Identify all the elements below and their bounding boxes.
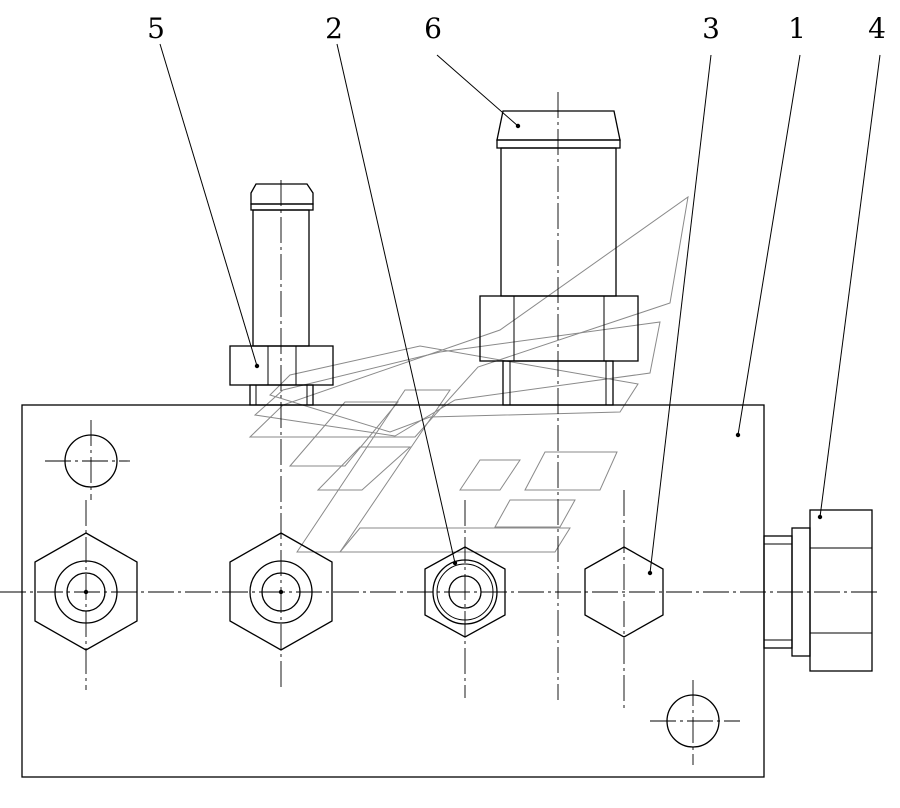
hose-fitting-5 (229, 183, 334, 406)
leader-lines (159, 43, 881, 576)
callout-3: 3 (702, 12, 720, 45)
hex-fitting-left (34, 532, 138, 651)
hex-plug-3 (584, 546, 664, 638)
callout-4: 4 (868, 12, 886, 45)
hex-fitting-center-left (229, 532, 333, 651)
callout-labels: 5 2 6 3 1 4 (147, 12, 886, 45)
callout-5: 5 (147, 12, 165, 45)
side-plug-4 (763, 509, 873, 672)
hose-fitting-6 (479, 110, 639, 406)
mounting-hole-top-left (64, 434, 118, 488)
watermark-logo (248, 195, 689, 553)
hex-plug-2 (424, 546, 506, 638)
callout-6: 6 (424, 12, 442, 45)
callout-1: 1 (788, 12, 806, 45)
mounting-hole-bottom-right (666, 694, 720, 748)
centerlines (0, 92, 880, 765)
callout-2: 2 (325, 12, 343, 45)
